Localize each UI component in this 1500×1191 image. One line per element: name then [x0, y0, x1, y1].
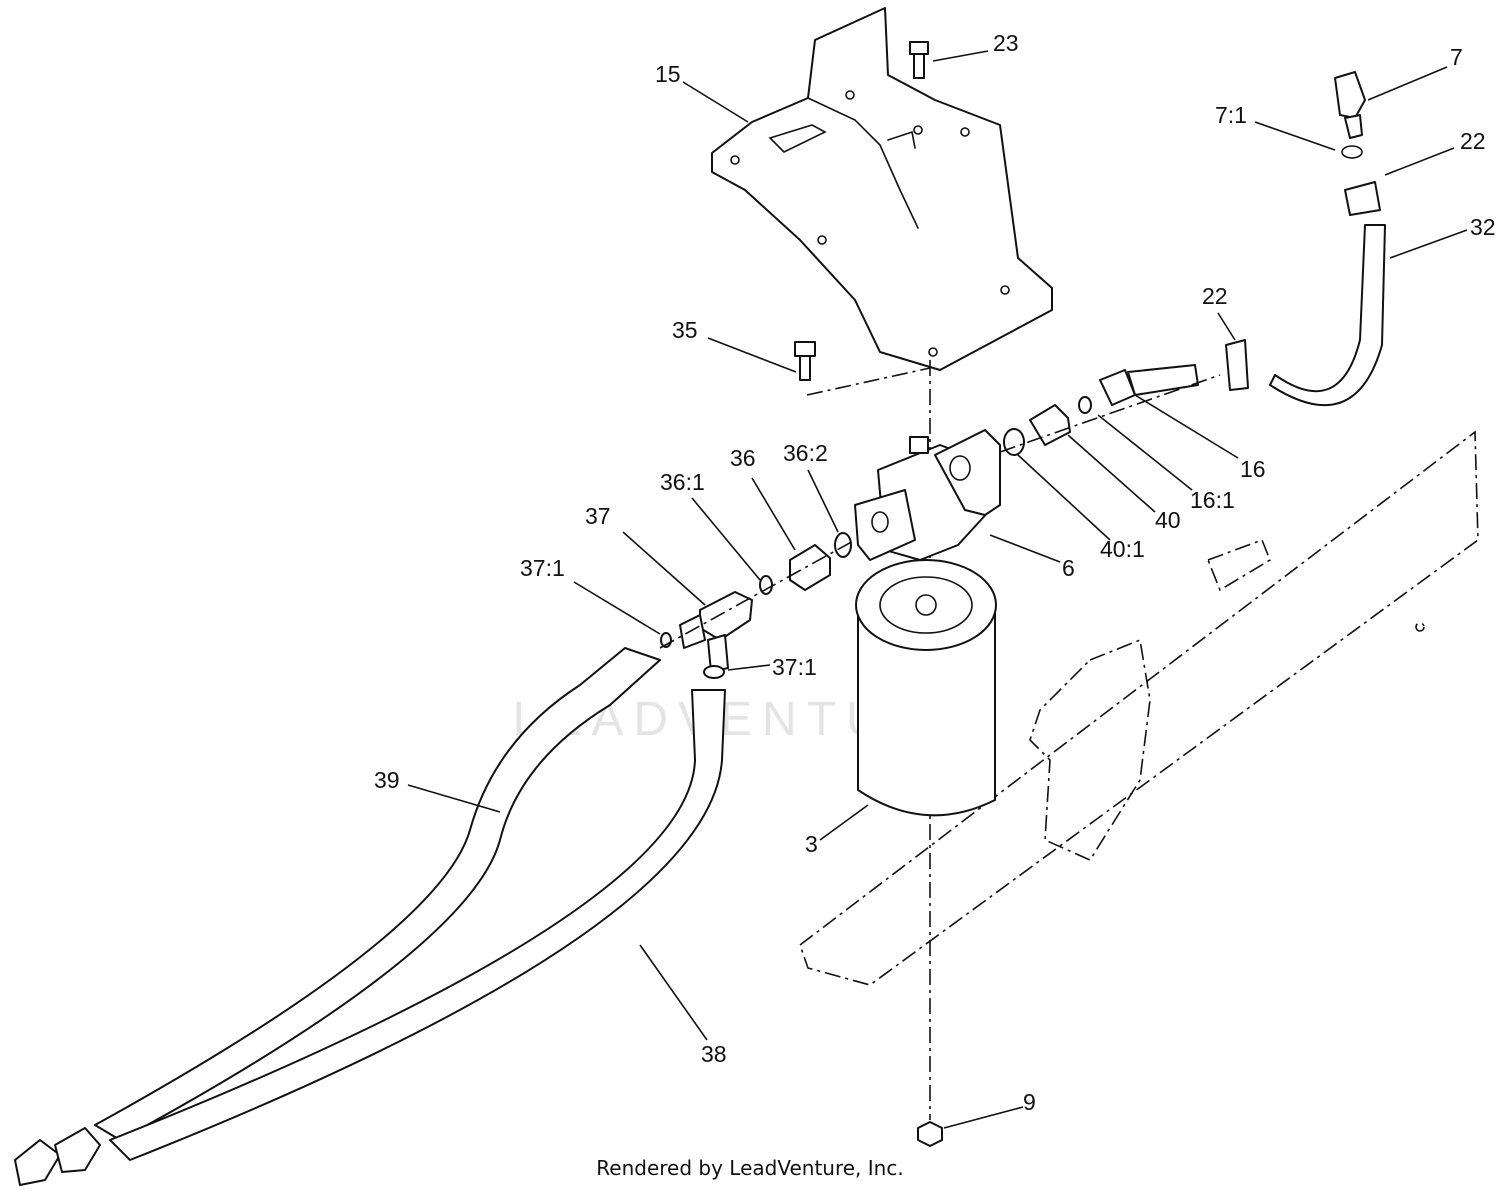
footer-credit: Rendered by LeadVenture, Inc. [596, 1156, 904, 1180]
callout-40-1: 40:1 [1100, 536, 1145, 562]
frame-rail [799, 430, 1479, 986]
callout-39: 39 [374, 767, 400, 793]
filter-head [854, 429, 1001, 561]
callout-37: 37 [585, 503, 611, 529]
callout-40: 40 [1155, 507, 1181, 533]
bolt-35 [794, 341, 816, 381]
callout-22-top: 22 [1460, 128, 1486, 154]
callout-15: 15 [655, 61, 681, 87]
oil-filter [855, 559, 997, 817]
bolt-23 [909, 41, 929, 79]
callout-6: 6 [1062, 555, 1075, 581]
callout-36: 36 [730, 445, 756, 471]
callout-36-1: 36:1 [660, 469, 705, 495]
callout-3: 3 [805, 831, 818, 857]
callout-9: 9 [1023, 1089, 1036, 1115]
fitting-row-left [659, 532, 856, 679]
callout-23: 23 [993, 30, 1019, 56]
callout-16-1: 16:1 [1190, 487, 1235, 513]
callout-7: 7 [1450, 44, 1463, 70]
hose-32 [1225, 71, 1386, 407]
leader-lines [407, 50, 1468, 1129]
callout-32: 32 [1470, 214, 1496, 240]
callout-labels: 15 23 7 7:1 22 32 22 35 16 16:1 40 40:1 … [374, 30, 1496, 1115]
callout-36-2: 36:2 [783, 440, 828, 466]
callout-7-1: 7:1 [1215, 102, 1247, 128]
callout-16: 16 [1240, 456, 1266, 482]
hose-ends [14, 1127, 101, 1186]
callout-37-1-left: 37:1 [520, 555, 565, 581]
callout-38: 38 [701, 1041, 727, 1067]
mounting-bracket [711, 7, 1053, 371]
callout-22-mid: 22 [1202, 283, 1228, 309]
bolt-axis [806, 367, 931, 396]
fitting-row-right [999, 364, 1221, 456]
hose-38 [109, 689, 726, 1161]
hose-39 [94, 647, 661, 1141]
callout-37-1-bottom: 37:1 [772, 654, 817, 680]
drain-nut [917, 1121, 943, 1147]
callout-35: 35 [672, 317, 698, 343]
